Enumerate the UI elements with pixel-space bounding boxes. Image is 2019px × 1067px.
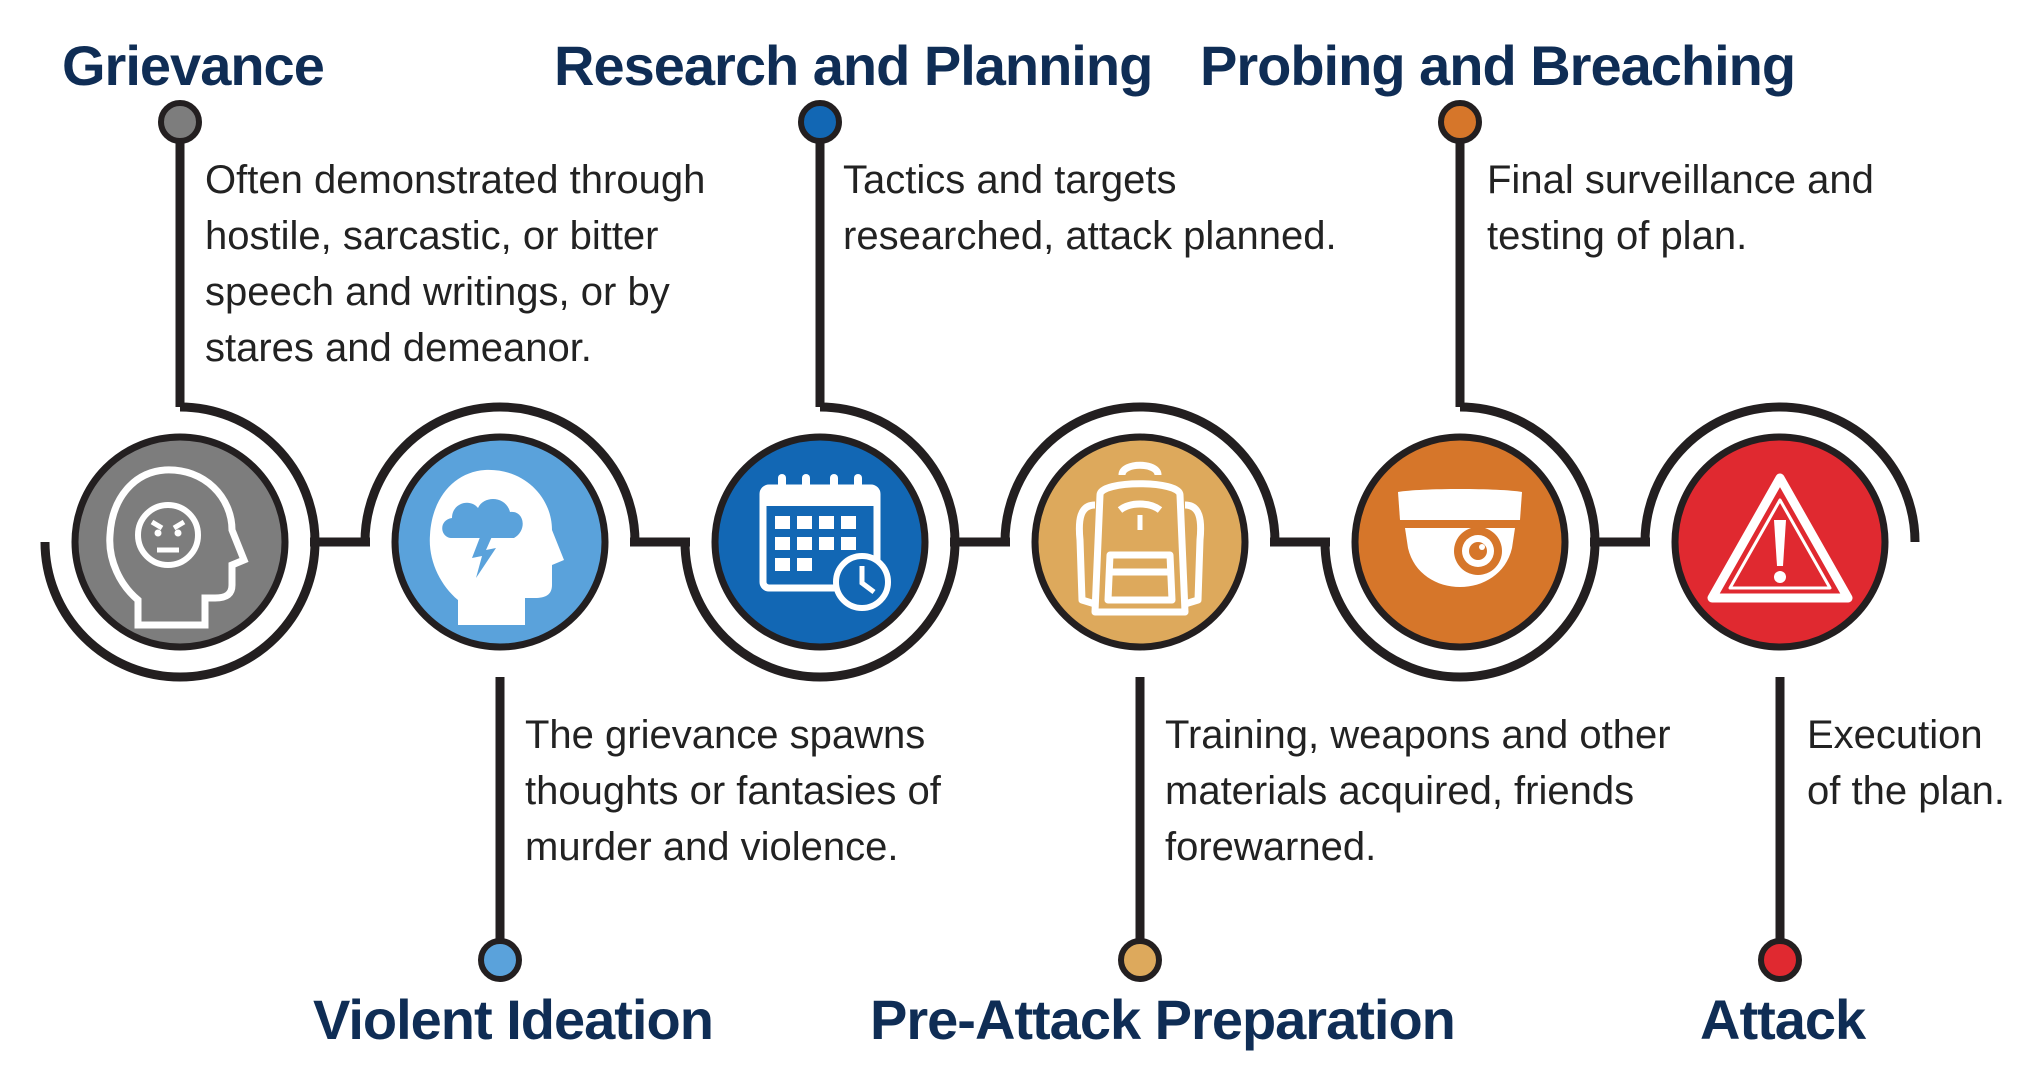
description-line: forewarned.: [1165, 825, 1377, 869]
description-line: Training, weapons and other: [1165, 713, 1671, 757]
stage-description-pre-attack-preparation: Training, weapons and other materials ac…: [1165, 707, 1671, 875]
description-line: of the plan.: [1807, 769, 2005, 813]
description-line: hostile, sarcastic, or bitter: [205, 214, 659, 258]
description-line: murder and violence.: [525, 825, 899, 869]
stage-title-research-planning: Research and Planning: [554, 34, 1153, 97]
stage-description-violent-ideation: The grievance spawns thoughts or fantasi…: [525, 707, 941, 875]
ring-pre-attack: [1000, 402, 1280, 543]
ring-probing: [1320, 402, 1600, 682]
dot-grievance: [158, 100, 202, 144]
description-line: Often demonstrated through: [205, 158, 706, 202]
description-line: thoughts or fantasies of: [525, 769, 941, 813]
circle-pre-attack: [1031, 433, 1249, 651]
leader-lines: [175, 122, 1785, 960]
stage-title-pre-attack-preparation: Pre-Attack Preparation: [870, 988, 1456, 1051]
dot-markers: [158, 100, 1802, 982]
calendar-clock-icon: [759, 474, 891, 611]
outer-arcs: [40, 402, 1920, 682]
backpack-icon: [1075, 461, 1205, 616]
description-line: Execution: [1807, 713, 1983, 757]
stage-description-research-planning: Tactics and targets researched, attack p…: [843, 152, 1337, 264]
ring-violent-ideation: [360, 402, 640, 543]
description-line: The grievance spawns: [525, 713, 926, 757]
ring-research: [680, 402, 960, 682]
stage-title-probing-breaching: Probing and Breaching: [1200, 34, 1796, 97]
dot-probing: [1438, 100, 1482, 144]
angry-face-head-icon: [106, 466, 249, 629]
stage-title-violent-ideation: Violent Ideation: [313, 988, 714, 1051]
security-camera-icon: [1398, 489, 1522, 587]
description-line: stares and demeanor.: [205, 326, 592, 370]
stage-description-grievance: Often demonstrated through hostile, sarc…: [205, 152, 705, 376]
stage-description-probing-breaching: Final surveillance and testing of plan.: [1487, 152, 1874, 264]
description-line: speech and writings, or by: [205, 270, 670, 314]
stage-title-attack: Attack: [1700, 988, 1866, 1051]
ring-grievance: [40, 402, 320, 682]
warning-triangle-icon: [1707, 473, 1853, 603]
stage-description-attack: Execution of the plan.: [1807, 707, 2005, 819]
stage-title-grievance: Grievance: [62, 34, 325, 97]
storm-cloud-head-icon: [429, 469, 564, 625]
ring-attack: [1640, 402, 1920, 543]
dot-pre-attack: [1118, 938, 1162, 982]
dot-research: [798, 100, 842, 144]
description-line: Tactics and targets: [843, 158, 1177, 202]
dot-attack: [1758, 938, 1802, 982]
description-line: Final surveillance and: [1487, 158, 1874, 202]
description-line: researched, attack planned.: [843, 214, 1337, 258]
description-line: materials acquired, friends: [1165, 769, 1635, 813]
dot-violent-ideation: [478, 938, 522, 982]
description-line: testing of plan.: [1487, 214, 1748, 258]
